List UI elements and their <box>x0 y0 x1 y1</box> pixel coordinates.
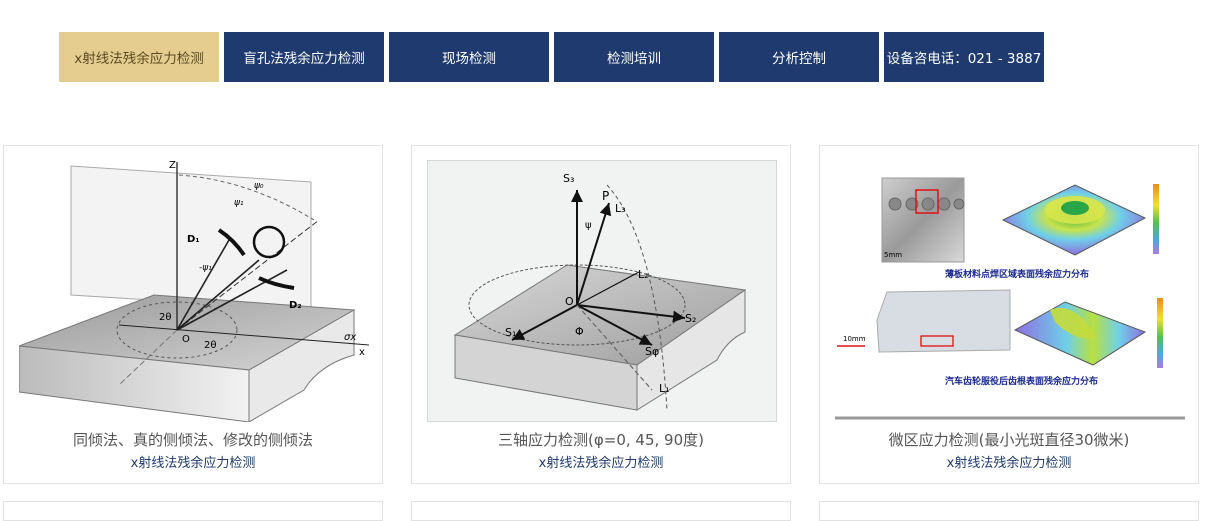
triaxial-stress-diagram: S₃ P L₃ ψ L₂ O S₂ S₁ Φ Sφ L₁ <box>427 160 777 422</box>
fig-label: Z <box>169 160 176 171</box>
scale-label: 10mm <box>843 335 866 343</box>
fig-label: -ψ₁ <box>199 263 212 273</box>
fig-label: x <box>359 347 365 358</box>
fig-label: S₃ <box>563 172 574 185</box>
card-caption[interactable]: 同倾法、真的侧倾法、修改的侧倾法 <box>72 431 313 449</box>
scale-label: 5mm <box>884 251 902 259</box>
fig-label: ψ₁ <box>234 198 244 208</box>
micro-area-stress-figure: 5mm 薄板材料点焊区域表面残余应力分布 10mm 汽车齿轮服役后齿根表面残余应… <box>835 177 1185 420</box>
product-card[interactable]: 5mm 薄板材料点焊区域表面残余应力分布 10mm 汽车齿轮服役后齿根表面残余应… <box>819 145 1199 484</box>
tab-phone[interactable]: 设备咨电话：021 - 3887 <box>884 32 1044 82</box>
fig-label: σx <box>344 332 356 343</box>
card-category[interactable]: x射线法残余应力检测 <box>946 456 1072 471</box>
tab-training[interactable]: 检测培训 <box>554 32 714 82</box>
fig-label: ψ <box>585 220 592 231</box>
product-card[interactable]: S₃ P L₃ ψ L₂ O S₂ S₁ Φ Sφ L₁ 三轴应力检测(φ=0,… <box>411 145 791 484</box>
fig-label: O <box>565 295 574 308</box>
fig-label: L₂ <box>638 268 649 281</box>
card-category[interactable]: x射线法残余应力检测 <box>130 456 256 471</box>
fig-label: D₂ <box>289 300 302 311</box>
fig-label: ψ₀ <box>254 181 264 191</box>
fig-label: D₁ <box>187 234 200 245</box>
tab-onsite[interactable]: 现场检测 <box>389 32 549 82</box>
product-card[interactable]: Z O x σx D₁ D₂ ψ₀ ψ₁ -ψ₁ 2θ 2θ 同倾法、真的侧倾法… <box>3 145 383 484</box>
product-card[interactable] <box>411 501 791 521</box>
fig-label: L₁ <box>659 382 670 395</box>
product-card[interactable] <box>3 501 383 521</box>
card-category[interactable]: x射线法残余应力检测 <box>538 456 664 471</box>
tab-xray[interactable]: x射线法残余应力检测 <box>59 32 219 82</box>
fig-label: P <box>602 189 609 203</box>
fig-label: Sφ <box>645 345 659 358</box>
fig-label: Φ <box>575 325 584 338</box>
fig-label: 2θ <box>159 312 171 323</box>
fig-label: S₂ <box>685 312 696 325</box>
card-caption[interactable]: 三轴应力检测(φ=0, 45, 90度) <box>498 431 704 449</box>
fig-label: L₃ <box>615 202 626 215</box>
fig-label: 2θ <box>204 340 216 351</box>
product-card[interactable] <box>819 501 1199 521</box>
fig-label: S₁ <box>505 326 516 339</box>
tab-blind-hole[interactable]: 盲孔法残余应力检测 <box>224 32 384 82</box>
tilt-method-diagram: Z O x σx D₁ D₂ ψ₀ ψ₁ -ψ₁ 2θ 2θ <box>19 160 369 422</box>
card-caption[interactable]: 微区应力检测(最小光斑直径30微米) <box>888 431 1130 449</box>
figure-label: 汽车齿轮服役后齿根表面残余应力分布 <box>945 375 1098 387</box>
fig-label: O <box>182 334 190 345</box>
tab-analysis[interactable]: 分析控制 <box>719 32 879 82</box>
figure-label: 薄板材料点焊区域表面残余应力分布 <box>945 268 1089 280</box>
top-nav: x射线法残余应力检测 盲孔法残余应力检测 现场检测 检测培训 分析控制 设备咨电… <box>59 32 1044 82</box>
